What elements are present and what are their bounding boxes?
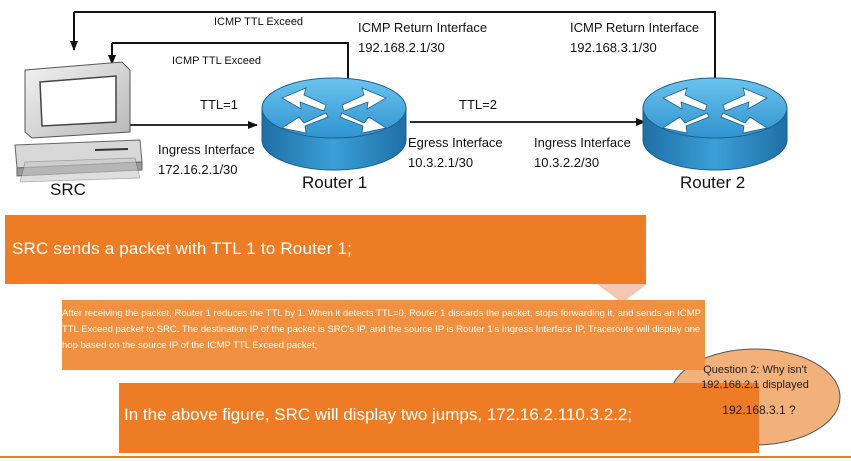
router2-label: Router 2 [680,173,746,192]
question-line-3: 192.168.3.1 ? [722,403,796,417]
router1-return-interface-title: ICMP Return Interface [358,20,488,35]
step3-text: In the above figure, SRC will display tw… [124,405,633,424]
router2-return-interface-ip: 192.168.3.1/30 [570,40,657,55]
router2-ingress-interface-title: Ingress Interface [534,135,631,150]
router-2-icon [642,77,788,171]
src-ingress-interface-title: Ingress Interface [158,142,255,157]
step3-note: In the above figure, SRC will display tw… [119,383,759,453]
down-arrow-icon [597,268,647,303]
router2-return-interface-title: ICMP Return Interface [570,20,700,35]
icmp-ttl-exceed-label-1: ICMP TTL Exceed [214,16,304,28]
icmp-ttl-exceed-label-2: ICMP TTL Exceed [172,55,262,67]
step2-note: After receiving the packet, Router 1 red… [62,300,705,370]
question-line-1: Question 2: Why isn't [703,364,807,376]
icmp-return-path-router2 [70,11,716,84]
router1-return-interface-ip: 192.168.2.1/30 [358,40,445,55]
bottom-divider [0,456,851,458]
src-ingress-interface-ip: 172.16.2.1/30 [158,162,238,177]
router1-label: Router 1 [302,173,368,192]
router1-egress-interface-title: Egress Interface [408,135,503,150]
step1-text: SRC sends a packet with TTL 1 to Router … [12,239,353,258]
router2-ingress-interface-ip: 10.3.2.2/30 [534,155,600,170]
ttl-1-label: TTL=1 [200,97,238,112]
desktop-computer-icon [14,61,143,183]
step2-text: After receiving the packet, Router 1 red… [62,308,701,351]
icmp-return-path-router1 [108,42,349,82]
step1-note: SRC sends a packet with TTL 1 to Router … [5,215,646,284]
ttl-2-label: TTL=2 [459,97,497,112]
router-1-icon [261,77,407,171]
src-label: SRC [50,180,86,199]
router1-egress-interface-ip: 10.3.2.1/30 [408,155,474,170]
question-line-2: 192.168.2.1 displayed [701,379,809,391]
